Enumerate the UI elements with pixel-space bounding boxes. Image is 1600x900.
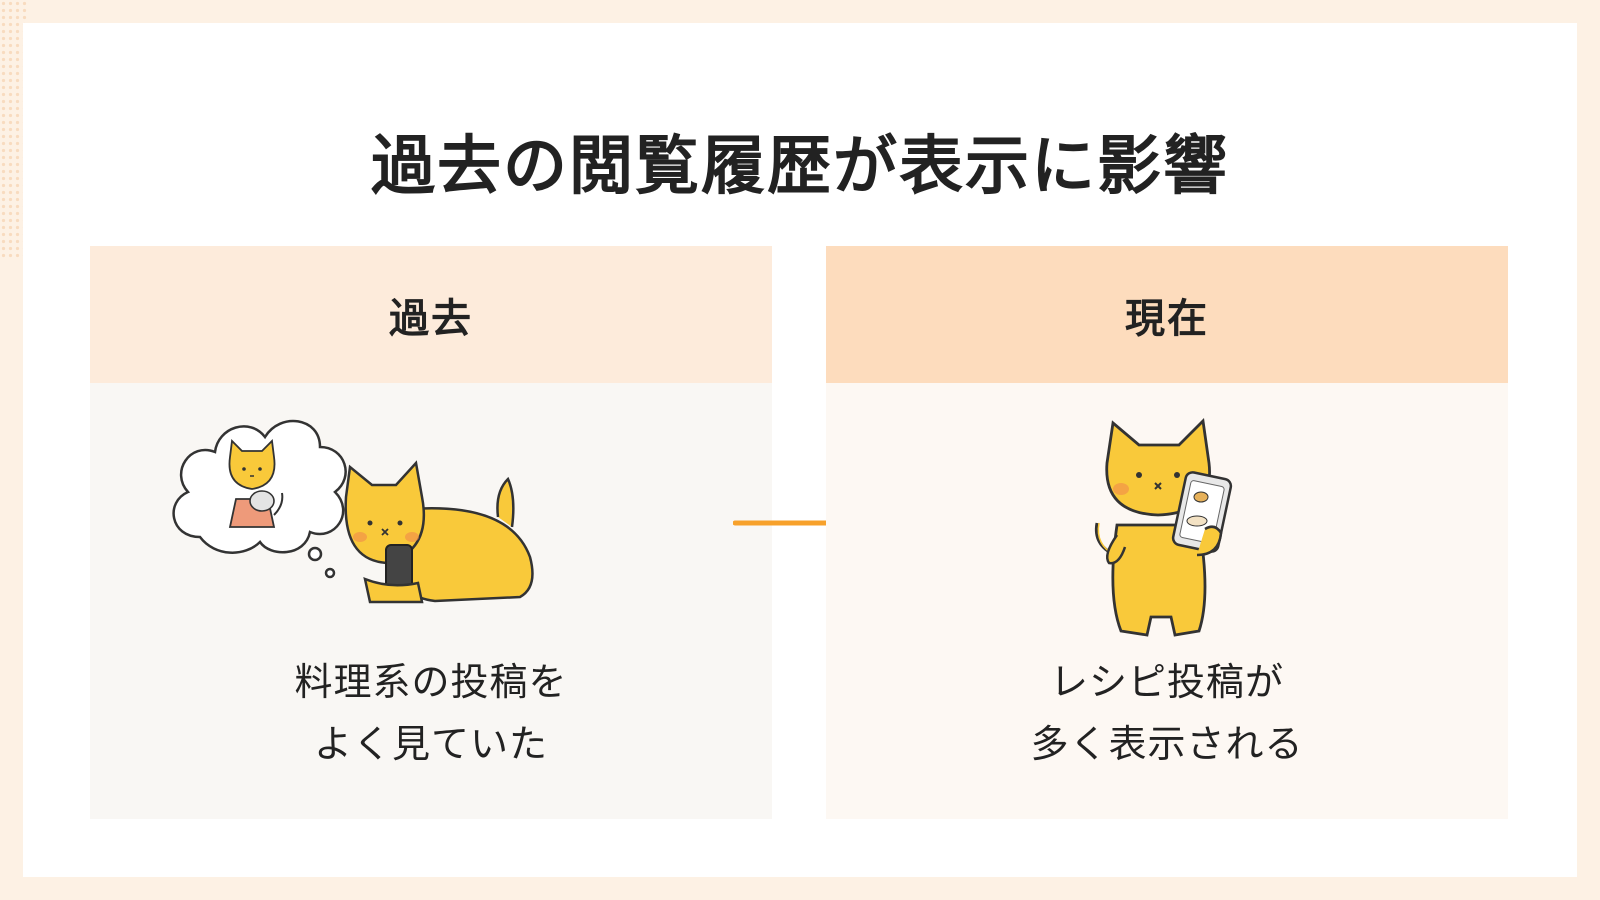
panel-present-body: レシピ投稿が 多く表示される xyxy=(826,383,1508,819)
panel-past: 過去 xyxy=(90,246,772,819)
cat-lying-with-phone-dreaming-of-cooking-icon xyxy=(172,419,534,604)
panel-present-heading: 現在 xyxy=(826,246,1508,383)
panel-past-heading: 過去 xyxy=(90,246,772,383)
panel-present: 現在 xyxy=(826,246,1508,819)
caption-line: よく見ていた xyxy=(313,722,548,766)
caption-line: 料理系の投稿を xyxy=(294,660,568,704)
cat-standing-with-recipe-phone-icon xyxy=(1094,418,1233,637)
slide-card: 過去の閲覧履歴が表示に影響 過去 xyxy=(23,23,1577,877)
slide-title: 過去の閲覧履歴が表示に影響 xyxy=(371,130,1229,204)
panel-past-body: 料理系の投稿を よく見ていた xyxy=(90,383,772,819)
caption-line: 多く表示される xyxy=(1030,722,1304,766)
panel-past-caption: 料理系の投稿を よく見ていた xyxy=(90,651,772,775)
caption-line: レシピ投稿が xyxy=(1049,660,1284,704)
panel-present-caption: レシピ投稿が 多く表示される xyxy=(826,651,1508,775)
